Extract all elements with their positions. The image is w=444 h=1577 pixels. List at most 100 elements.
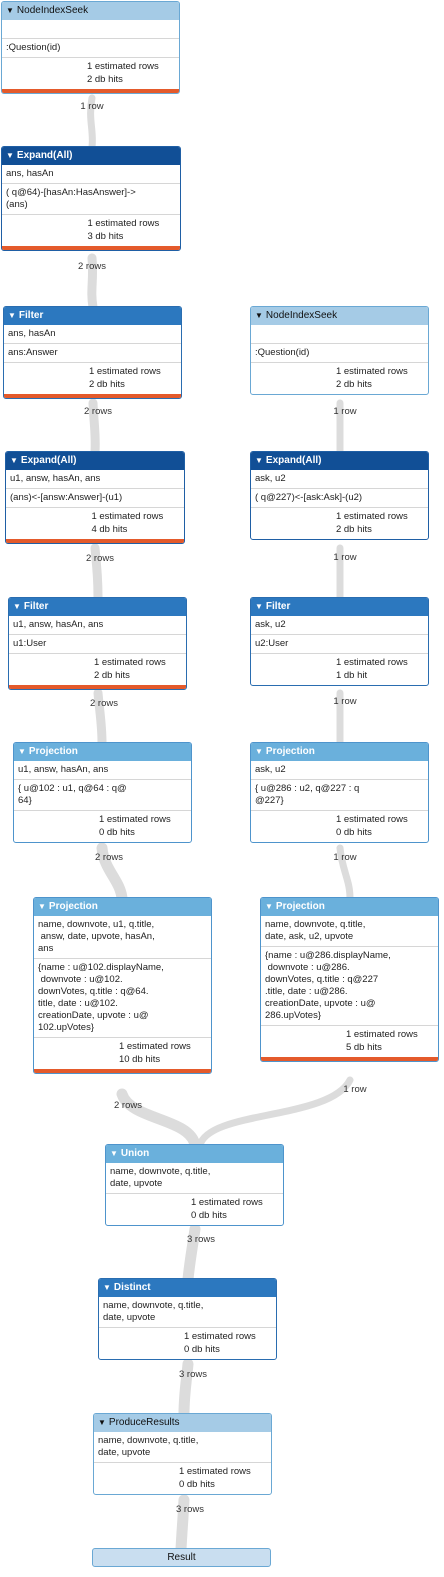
operator-detail xyxy=(251,325,428,344)
operator-1[interactable]: ▼Expand(All)ans, hasAn( q@64)-[hasAn:Has… xyxy=(1,146,181,251)
db-hits: 2 db hits xyxy=(335,379,372,390)
operator-3[interactable]: ▼Expand(All)u1, answ, hasAn, ans(ans)<-[… xyxy=(5,451,185,544)
collapse-triangle-icon[interactable]: ▼ xyxy=(38,902,46,911)
collapse-triangle-icon[interactable]: ▼ xyxy=(265,902,273,911)
estimated-rows: 1 estimated rows xyxy=(190,1197,263,1208)
collapse-triangle-icon[interactable]: ▼ xyxy=(255,456,263,465)
operator-header[interactable]: ▼Expand(All) xyxy=(251,452,428,470)
estimated-rows: 1 estimated rows xyxy=(98,814,171,825)
operator-header[interactable]: ▼ProduceResults xyxy=(94,1414,271,1432)
operator-stats: 1 estimated rows 0 db hits xyxy=(14,811,191,842)
operator-title: Expand(All) xyxy=(265,455,322,466)
operator-detail: u1, answ, hasAn, ans xyxy=(9,616,186,635)
cost-bar xyxy=(34,1069,211,1073)
operator-0[interactable]: ▼NodeIndexSeek :Question(id) 1 estimated r… xyxy=(1,1,180,94)
link-12-13 xyxy=(182,1223,201,1285)
collapse-triangle-icon[interactable]: ▼ xyxy=(8,311,16,320)
collapse-triangle-icon[interactable]: ▼ xyxy=(6,6,14,15)
rows-label: 2 rows xyxy=(95,852,123,863)
operator-detail: u2:User xyxy=(251,635,428,654)
operator-header[interactable]: ▼Projection xyxy=(261,898,438,916)
collapse-triangle-icon[interactable]: ▼ xyxy=(103,1283,111,1292)
operator-title: NodeIndexSeek xyxy=(16,5,89,16)
db-hits: 1 db hit xyxy=(335,670,368,681)
operator-header[interactable]: ▼Projection xyxy=(251,743,428,761)
rows-label: 3 rows xyxy=(176,1504,204,1515)
cost-bar xyxy=(2,89,179,93)
rows-label: 2 rows xyxy=(78,261,106,272)
db-hits: 4 db hits xyxy=(91,524,128,535)
operator-detail: name, downvote, q.title, date, upvote xyxy=(106,1163,283,1194)
estimated-rows: 1 estimated rows xyxy=(91,511,164,522)
db-hits: 0 db hits xyxy=(183,1344,220,1355)
link-0-1 xyxy=(87,94,96,151)
operator-detail: ( q@64)-[hasAn:HasAnswer]-> (ans) xyxy=(2,184,180,215)
operator-detail: { u@286 : u2, q@227 : q @227} xyxy=(251,780,428,811)
operator-title: Projection xyxy=(265,746,315,757)
rows-label: 1 row xyxy=(80,101,104,112)
collapse-triangle-icon[interactable]: ▼ xyxy=(255,747,263,756)
operator-detail: ( q@227)<-[ask:Ask]-(u2) xyxy=(251,489,428,508)
estimated-rows: 1 estimated rows xyxy=(183,1331,256,1342)
operator-header[interactable]: ▼NodeIndexSeek xyxy=(251,307,428,325)
db-hits: 0 db hits xyxy=(98,827,135,838)
operator-detail: ask, u2 xyxy=(251,616,428,635)
rows-label: 3 rows xyxy=(179,1369,207,1380)
rows-label: 1 row xyxy=(333,406,357,417)
operator-title: Projection xyxy=(48,901,98,912)
rows-label: 2 rows xyxy=(84,406,112,417)
operator-title: ProduceResults xyxy=(108,1417,180,1428)
db-hits: 3 db hits xyxy=(87,231,124,242)
operator-header[interactable]: ▼Projection xyxy=(14,743,191,761)
operator-detail: u1:User xyxy=(9,635,186,654)
operator-header[interactable]: ▼Filter xyxy=(9,598,186,616)
estimated-rows: 1 estimated rows xyxy=(178,1466,251,1477)
operator-8[interactable]: ▼Expand(All)ask, u2( q@227)<-[ask:Ask]-(… xyxy=(250,451,429,540)
operator-detail: :Question(id) xyxy=(251,344,428,363)
operator-header[interactable]: ▼Projection xyxy=(34,898,211,916)
link-2-3 xyxy=(88,398,100,457)
collapse-triangle-icon[interactable]: ▼ xyxy=(110,1149,118,1158)
estimated-rows: 1 estimated rows xyxy=(86,61,159,72)
db-hits: 10 db hits xyxy=(118,1054,161,1065)
operator-detail: name, downvote, q.title, date, ask, u2, … xyxy=(261,916,438,947)
rows-label: 1 row xyxy=(333,852,357,863)
db-hits: 0 db hits xyxy=(190,1210,227,1221)
result-node[interactable]: Result xyxy=(92,1548,271,1567)
operator-stats: 1 estimated rows 0 db hits xyxy=(106,1194,283,1225)
collapse-triangle-icon[interactable]: ▼ xyxy=(98,1418,106,1427)
operator-header[interactable]: ▼NodeIndexSeek xyxy=(2,2,179,20)
link-6-12 xyxy=(116,1088,201,1151)
collapse-triangle-icon[interactable]: ▼ xyxy=(10,456,18,465)
operator-header[interactable]: ▼Union xyxy=(106,1145,283,1163)
operator-7[interactable]: ▼NodeIndexSeek:Question(id)1 estimated r… xyxy=(250,306,429,395)
db-hits: 2 db hits xyxy=(335,524,372,535)
operator-detail: name, downvote, q.title, date, upvote xyxy=(99,1297,276,1328)
collapse-triangle-icon[interactable]: ▼ xyxy=(18,747,26,756)
operator-header[interactable]: ▼Filter xyxy=(251,598,428,616)
operator-header[interactable]: ▼Filter xyxy=(4,307,181,325)
collapse-triangle-icon[interactable]: ▼ xyxy=(6,151,14,160)
operator-header[interactable]: ▼Expand(All) xyxy=(2,147,180,165)
collapse-triangle-icon[interactable]: ▼ xyxy=(13,602,21,611)
operator-detail: :Question(id) xyxy=(2,39,179,58)
operator-header[interactable]: ▼Distinct xyxy=(99,1279,276,1297)
collapse-triangle-icon[interactable]: ▼ xyxy=(255,602,263,611)
operator-header[interactable]: ▼Expand(All) xyxy=(6,452,184,470)
collapse-triangle-icon[interactable]: ▼ xyxy=(255,311,263,320)
